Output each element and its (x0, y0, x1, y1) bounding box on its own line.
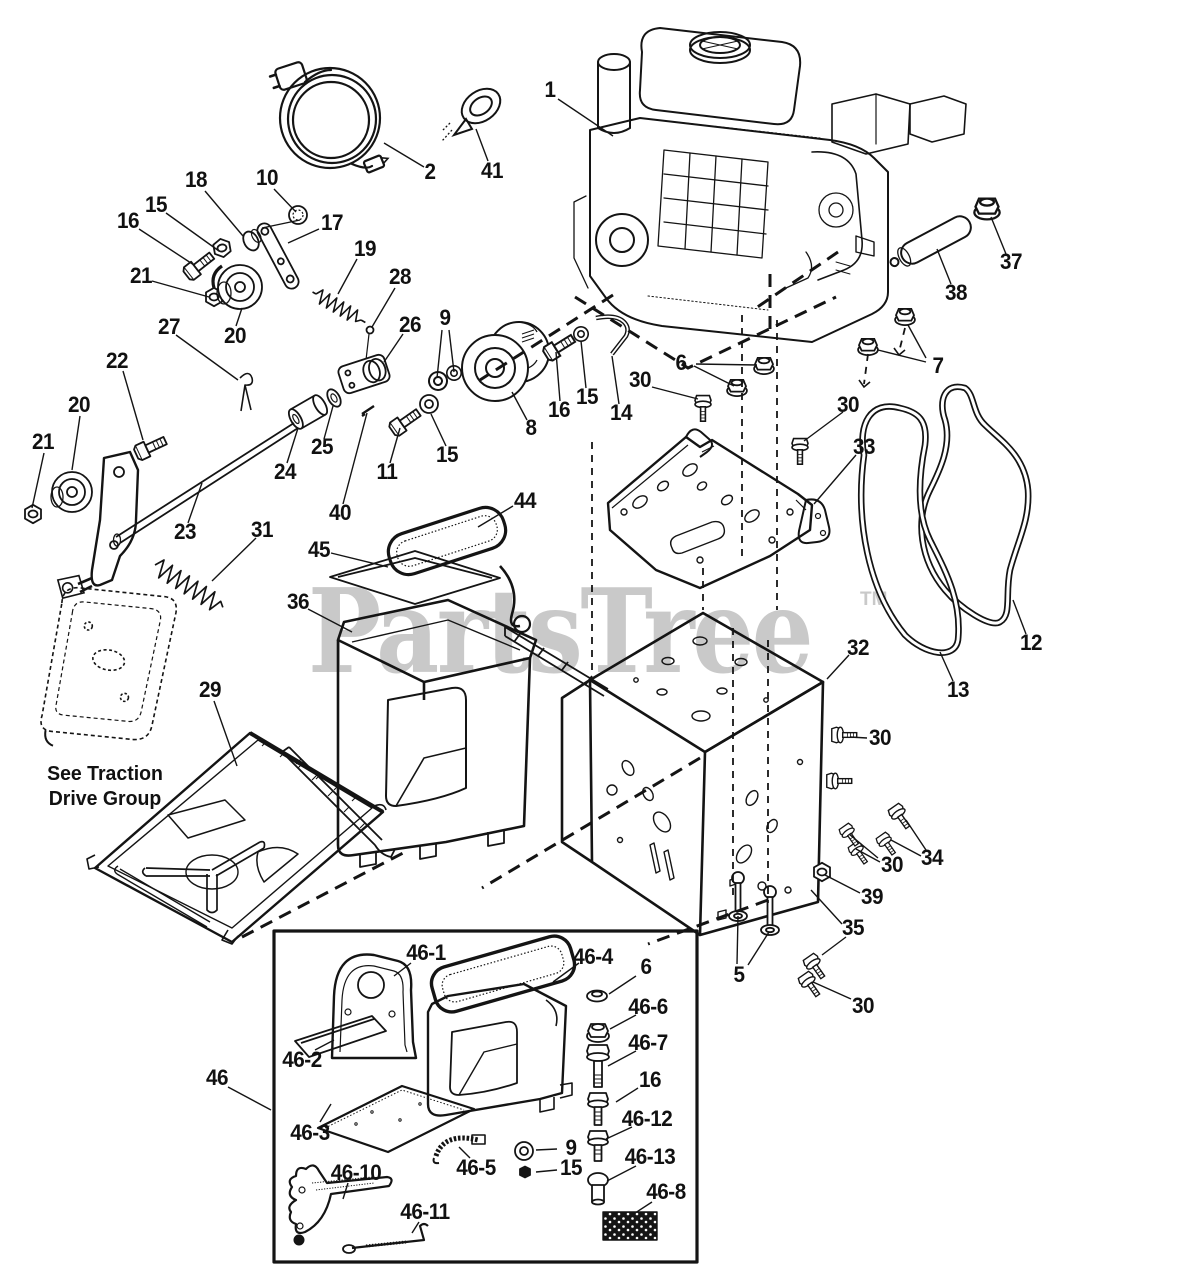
pads-and-housing (281, 505, 609, 868)
traction-drive-plate (40, 574, 178, 747)
left-rod-assembly (24, 388, 439, 611)
traction-drive-note-line1: See Traction (47, 762, 163, 785)
engine-mount-bracket (606, 428, 831, 590)
frame (560, 611, 825, 937)
belt-cover (86, 731, 387, 945)
traction-drive-note-line2: Drive Group (48, 787, 162, 810)
assembly-guide-lines (241, 250, 906, 946)
traction-drive-note: See Traction Drive Group (26, 761, 184, 811)
right-hardware (694, 197, 1001, 466)
engine (573, 27, 967, 343)
leader-lines (31, 98, 1027, 1234)
engine-pulley (425, 314, 630, 402)
idler-linkage (180, 205, 391, 412)
inset-box (272, 929, 699, 1264)
drive-belts (858, 383, 1032, 656)
power-cord (268, 61, 390, 174)
primer-bulb (441, 87, 502, 142)
